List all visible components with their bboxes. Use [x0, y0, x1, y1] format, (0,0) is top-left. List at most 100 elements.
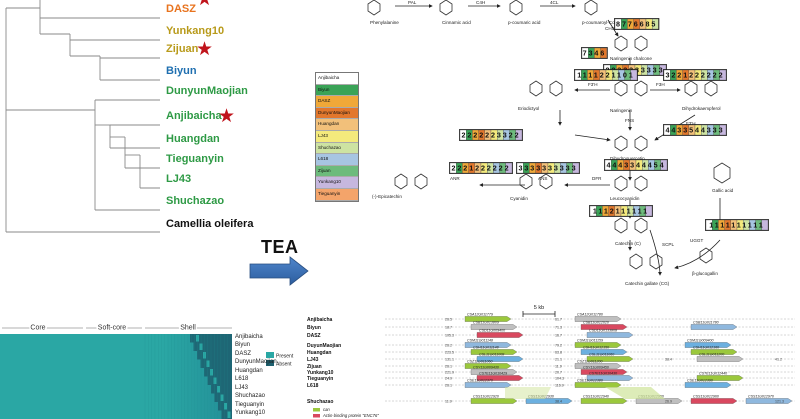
heatmap-values: 4433544333: [666, 126, 725, 135]
soft-core-label: Soft-core: [98, 325, 127, 332]
heatmap-values: 4443344454: [607, 161, 666, 170]
gene-arrow: [580, 349, 628, 355]
expression-heatmap: 4433544333: [663, 124, 727, 136]
expression-heatmap: 8776685: [614, 18, 660, 30]
present-block: [217, 386, 220, 393]
present-block: [210, 369, 213, 376]
gene-id-label: CSS11G012960: [693, 395, 719, 399]
legend-item: Yunkang10: [316, 177, 358, 189]
gene-id-label: CSM11G011148: [467, 339, 493, 343]
present-block: [227, 411, 231, 418]
gene-id-label: CSH11G011148: [473, 346, 499, 350]
distance-label: 26.9: [665, 399, 672, 403]
distance-label: 41.2: [775, 357, 782, 361]
tree-leaf-label: DASZ: [166, 3, 196, 15]
gene-id-label: CSY11G009430: [473, 366, 499, 370]
gene-arrow: [586, 375, 634, 381]
compound-label: Cyanidin: [510, 196, 528, 201]
distance-label: 26.1: [445, 364, 452, 368]
synteny-row: ShuchazaoCSS11G012920CSS11G012930CSS11G0…: [307, 395, 795, 405]
compound-label: Cinnamic acid: [442, 20, 471, 25]
legend-item: Huangdan: [316, 119, 358, 131]
enzyme-label: ANR: [450, 176, 460, 181]
gene-id-label: CSS11G012970: [748, 395, 774, 399]
expression-heatmap: 3221222222: [663, 69, 727, 81]
gene-arrow: [745, 398, 793, 404]
synteny-row-label: Zijuan: [307, 364, 322, 370]
gene-id-label: CSB11G012020: [583, 321, 609, 325]
expression-heatmap: 2221222222: [449, 162, 513, 174]
tree-leaf-label: Camellia oleifera: [166, 218, 254, 230]
gene-id-label: CSH11G012150: [583, 346, 609, 350]
gene-arrow: [586, 332, 634, 338]
gene-arrow: [586, 356, 634, 362]
gene-id-label: CSE11G012390: [687, 379, 713, 383]
synteny-legend-label: can: [323, 407, 330, 412]
distance-label: 38.4: [555, 399, 562, 403]
gene-arrow: [684, 342, 732, 348]
heatmap-cell: [572, 162, 580, 174]
compound-label: Dihydrokaempferol: [682, 106, 721, 111]
gene-arrow: [470, 398, 518, 404]
present-block: [213, 377, 217, 384]
absent-block: [193, 342, 232, 351]
compound-label: Catechin gallate (CG): [625, 281, 670, 286]
distance-label: 61.7: [555, 317, 562, 321]
gene-arrow: [635, 398, 683, 404]
sample-label: L618: [235, 376, 249, 382]
legend-item: DASZ: [316, 96, 358, 108]
legend-item: Zijuan: [316, 165, 358, 178]
shell-label: Shell: [180, 325, 196, 332]
pan-legend-label: Present: [276, 354, 294, 360]
gene-id-label: CSE11G012380: [577, 379, 603, 383]
sample-label: DunyunMaojian: [235, 359, 277, 365]
heatmap-cell: [645, 205, 653, 217]
synteny-row-label: Huangdan: [307, 350, 331, 356]
expression-heatmap: 1111221101: [574, 69, 638, 81]
distance-label: 63.8: [555, 350, 562, 354]
gene-id-label: CSS11G012940: [583, 395, 609, 399]
gene-arrow: [696, 375, 744, 381]
expression-heatmap: 1111111111: [705, 219, 769, 231]
gene-id-label: CSS11G012920: [473, 395, 499, 399]
heatmap-cell: [505, 162, 513, 174]
enzyme-label: F3H: [656, 82, 665, 87]
tree-leaf-label: Huangdan: [166, 133, 220, 145]
expression-heatmap: 2222223322: [459, 129, 523, 141]
enzyme-label: SCPL: [662, 242, 674, 247]
distance-label: 24.9: [445, 376, 452, 380]
heatmap-values: 2222223322: [462, 131, 521, 140]
pan-legend-swatch: [266, 352, 274, 358]
present-block: [220, 394, 224, 401]
synteny-row-label: L618: [307, 383, 319, 389]
gene-id-label: CSA12G011779: [467, 313, 493, 317]
legend-item: LJ43: [316, 130, 358, 143]
enzyme-label: F3'H: [588, 82, 598, 87]
distance-label: 71.3: [555, 325, 562, 329]
gene-arrow: [690, 349, 738, 355]
gene-arrow: [470, 324, 518, 330]
compound-label: Naringenin: [610, 108, 633, 113]
star-icon: ★: [218, 106, 236, 127]
gene-arrow: [574, 363, 622, 369]
distance-label: 223.5: [445, 350, 454, 354]
legend-item: L618: [316, 154, 358, 166]
gene-id-label: CSTE11G010429: [479, 372, 507, 376]
gene-id-label: CSM11G011159: [577, 339, 603, 343]
heatmap-values: 1111221101: [577, 71, 634, 80]
distance-label: 21.1: [555, 357, 562, 361]
sample-label: Shuchazao: [235, 393, 266, 399]
gene-id-label: CSH11G012160: [693, 346, 719, 350]
distance-label: 131.1: [445, 357, 454, 361]
star-icon: ★: [196, 0, 213, 9]
tree-leaf-label: LJ43: [166, 173, 192, 185]
legend-item: Anjibaicha: [316, 73, 358, 85]
synteny-row-label: Tieguanyin: [307, 376, 333, 382]
heatmap-values: 7346: [583, 49, 607, 58]
distance-label: 26.1: [445, 383, 452, 387]
